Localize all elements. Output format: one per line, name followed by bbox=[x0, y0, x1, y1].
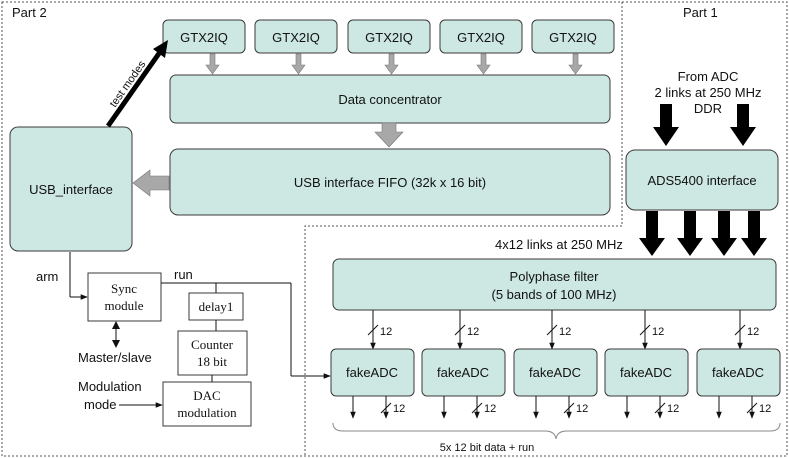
bus-width-label: 12 bbox=[467, 326, 479, 338]
gtx-row: GTX2IQ GTX2IQ GTX2IQ GTX2IQ GTX2IQ bbox=[162, 19, 615, 54]
fakeadc-label: fakeADC bbox=[437, 365, 489, 380]
svg-text:2 links at 250 MHz: 2 links at 250 MHz bbox=[655, 85, 762, 100]
svg-text:modulation: modulation bbox=[177, 405, 237, 420]
ads5400-interface-block: ADS5400 interface bbox=[625, 149, 779, 211]
bus-width-label: 12 bbox=[747, 326, 759, 338]
concentrator-to-fifo-arrow bbox=[374, 122, 404, 148]
fakeadc-block: fakeADC bbox=[696, 348, 781, 397]
bus-width-label: 12 bbox=[559, 326, 571, 338]
svg-text:Counter: Counter bbox=[191, 337, 234, 352]
links-label: 4x12 links at 250 MHz bbox=[495, 237, 623, 252]
svg-text:DAC: DAC bbox=[193, 388, 220, 403]
output-brace bbox=[332, 422, 781, 440]
usb-interface-label: USB_interface bbox=[29, 182, 113, 197]
fifo-to-usb-arrow bbox=[132, 169, 170, 197]
fakeadc-label: fakeADC bbox=[620, 365, 672, 380]
bus-width-label: 12 bbox=[380, 326, 392, 338]
fakeadc-label: fakeADC bbox=[712, 365, 764, 380]
fakeadc-label: fakeADC bbox=[529, 365, 581, 380]
fakeadc-block: fakeADC bbox=[330, 348, 415, 397]
polyphase-title: Polyphase filter bbox=[510, 269, 600, 284]
bus-width-label: 12 bbox=[667, 403, 679, 415]
gtx-label: GTX2IQ bbox=[549, 30, 597, 45]
modulation-mode-input: Modulation mode bbox=[78, 379, 163, 412]
svg-text:Modulation: Modulation bbox=[78, 379, 142, 394]
sync-module-block: Sync module bbox=[87, 272, 162, 322]
gtx-to-concentrator-arrows bbox=[205, 53, 583, 75]
counter-block: Counter 18 bit bbox=[177, 330, 248, 376]
svg-text:module: module bbox=[105, 298, 144, 313]
part1-label: Part 1 bbox=[683, 5, 718, 20]
master-slave-connection: Master/slave bbox=[78, 321, 152, 365]
output-label: 5x 12 bit data + run bbox=[440, 442, 534, 454]
usb-fifo-label: USB interface FIFO (32k x 16 bit) bbox=[294, 175, 486, 190]
ads5400-interface-label: ADS5400 interface bbox=[647, 173, 756, 188]
fakeadc-block: fakeADC bbox=[513, 348, 598, 397]
svg-text:From ADC: From ADC bbox=[678, 69, 739, 84]
fakeadc-block: fakeADC bbox=[421, 348, 506, 397]
fakeadc-block: fakeADC bbox=[604, 348, 689, 397]
gtx-label: GTX2IQ bbox=[457, 30, 505, 45]
polyphase-filter-block: Polyphase filter (5 bands of 100 MHz) bbox=[332, 258, 777, 311]
gtx-label: GTX2IQ bbox=[180, 30, 228, 45]
gtx-label: GTX2IQ bbox=[365, 30, 413, 45]
part2-label: Part 2 bbox=[12, 5, 47, 20]
svg-text:DDR: DDR bbox=[694, 101, 722, 116]
dac-modulation-block: DAC modulation bbox=[162, 381, 252, 427]
adc-input-arrows bbox=[653, 104, 756, 146]
run-label: run bbox=[174, 267, 193, 282]
ads-to-polyphase-arrows bbox=[639, 211, 767, 256]
test-modes-arrow: test modes bbox=[105, 40, 168, 128]
bus-width-label: 12 bbox=[759, 403, 771, 415]
polyphase-subtitle: (5 bands of 100 MHz) bbox=[491, 287, 616, 302]
gtx-label: GTX2IQ bbox=[272, 30, 320, 45]
svg-text:Sync: Sync bbox=[111, 281, 137, 296]
gtx-block: GTX2IQ bbox=[531, 19, 615, 54]
fakeadc-outputs: 12 12 12 12 12 bbox=[350, 396, 771, 419]
gtx-block: GTX2IQ bbox=[439, 19, 523, 54]
data-concentrator-block: Data concentrator bbox=[169, 74, 611, 124]
usb-fifo-block: USB interface FIFO (32k x 16 bit) bbox=[169, 148, 611, 216]
delay-block: delay1 bbox=[188, 292, 244, 321]
gtx-block: GTX2IQ bbox=[162, 19, 246, 54]
svg-text:18 bit: 18 bit bbox=[197, 354, 227, 369]
master-slave-label: Master/slave bbox=[78, 350, 152, 365]
gtx-block: GTX2IQ bbox=[254, 19, 338, 54]
fakeadc-label: fakeADC bbox=[346, 365, 398, 380]
test-modes-label: test modes bbox=[108, 58, 149, 109]
fakeadc-row: fakeADC fakeADC fakeADC fakeADC fakeADC bbox=[330, 348, 781, 397]
bus-width-label: 12 bbox=[652, 326, 664, 338]
svg-text:mode: mode bbox=[84, 397, 117, 412]
arm-connection: arm bbox=[36, 252, 88, 300]
usb-interface-block: USB_interface bbox=[9, 126, 133, 252]
run-connection: run bbox=[161, 267, 331, 379]
from-adc-label: From ADC 2 links at 250 MHz DDR bbox=[655, 69, 762, 116]
data-concentrator-label: Data concentrator bbox=[338, 92, 442, 107]
polyphase-to-fakeadc-buses: 12 12 12 12 12 bbox=[367, 310, 759, 350]
bus-width-label: 12 bbox=[393, 403, 405, 415]
arm-label: arm bbox=[36, 269, 58, 284]
delay-label: delay1 bbox=[199, 299, 234, 314]
bus-width-label: 12 bbox=[576, 403, 588, 415]
bus-width-label: 12 bbox=[484, 403, 496, 415]
gtx-block: GTX2IQ bbox=[347, 19, 431, 54]
part-divider bbox=[304, 2, 623, 456]
